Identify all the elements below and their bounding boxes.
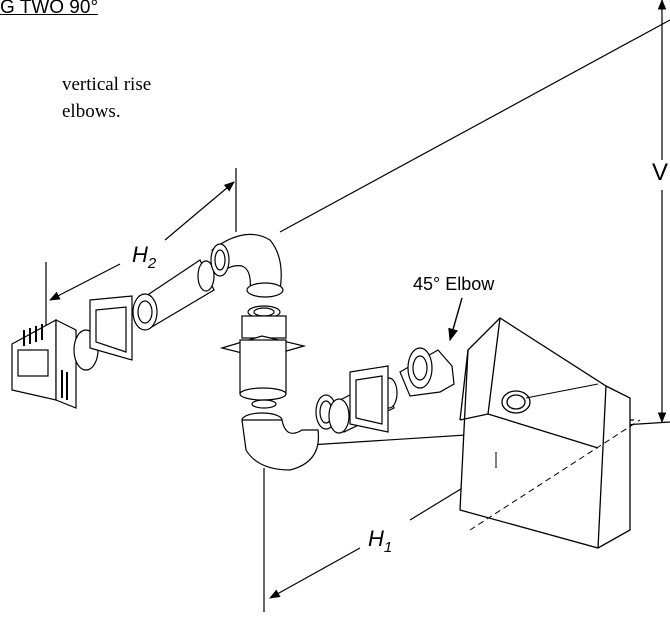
wall-plate-left <box>89 295 133 361</box>
dimension-h2-label: H2 <box>132 242 157 272</box>
elbow-45-label: 45° Elbow <box>413 274 495 294</box>
appliance-hidden-line <box>469 419 641 531</box>
elbow-90-lower <box>241 394 337 471</box>
elbow-90-upper <box>210 233 284 298</box>
elbow-to-appliance-line <box>525 383 599 399</box>
elbow-45 <box>399 347 455 397</box>
pipe-section-upper <box>132 259 215 331</box>
vertical-pipe <box>219 305 307 409</box>
dimension-h1-label: H1 <box>368 526 392 556</box>
description-line-2: elbows. <box>62 101 121 122</box>
vent-termination-cap <box>11 318 99 409</box>
elbow-45-leader <box>448 297 463 342</box>
section-heading: G TWO 90° <box>0 0 300 30</box>
dimension-v-label: V <box>652 159 668 186</box>
wall-plate-right <box>349 365 389 433</box>
section-heading-text: G TWO 90° <box>0 0 99 18</box>
description-line-1: vertical rise <box>62 74 152 95</box>
heater-appliance <box>459 317 634 549</box>
